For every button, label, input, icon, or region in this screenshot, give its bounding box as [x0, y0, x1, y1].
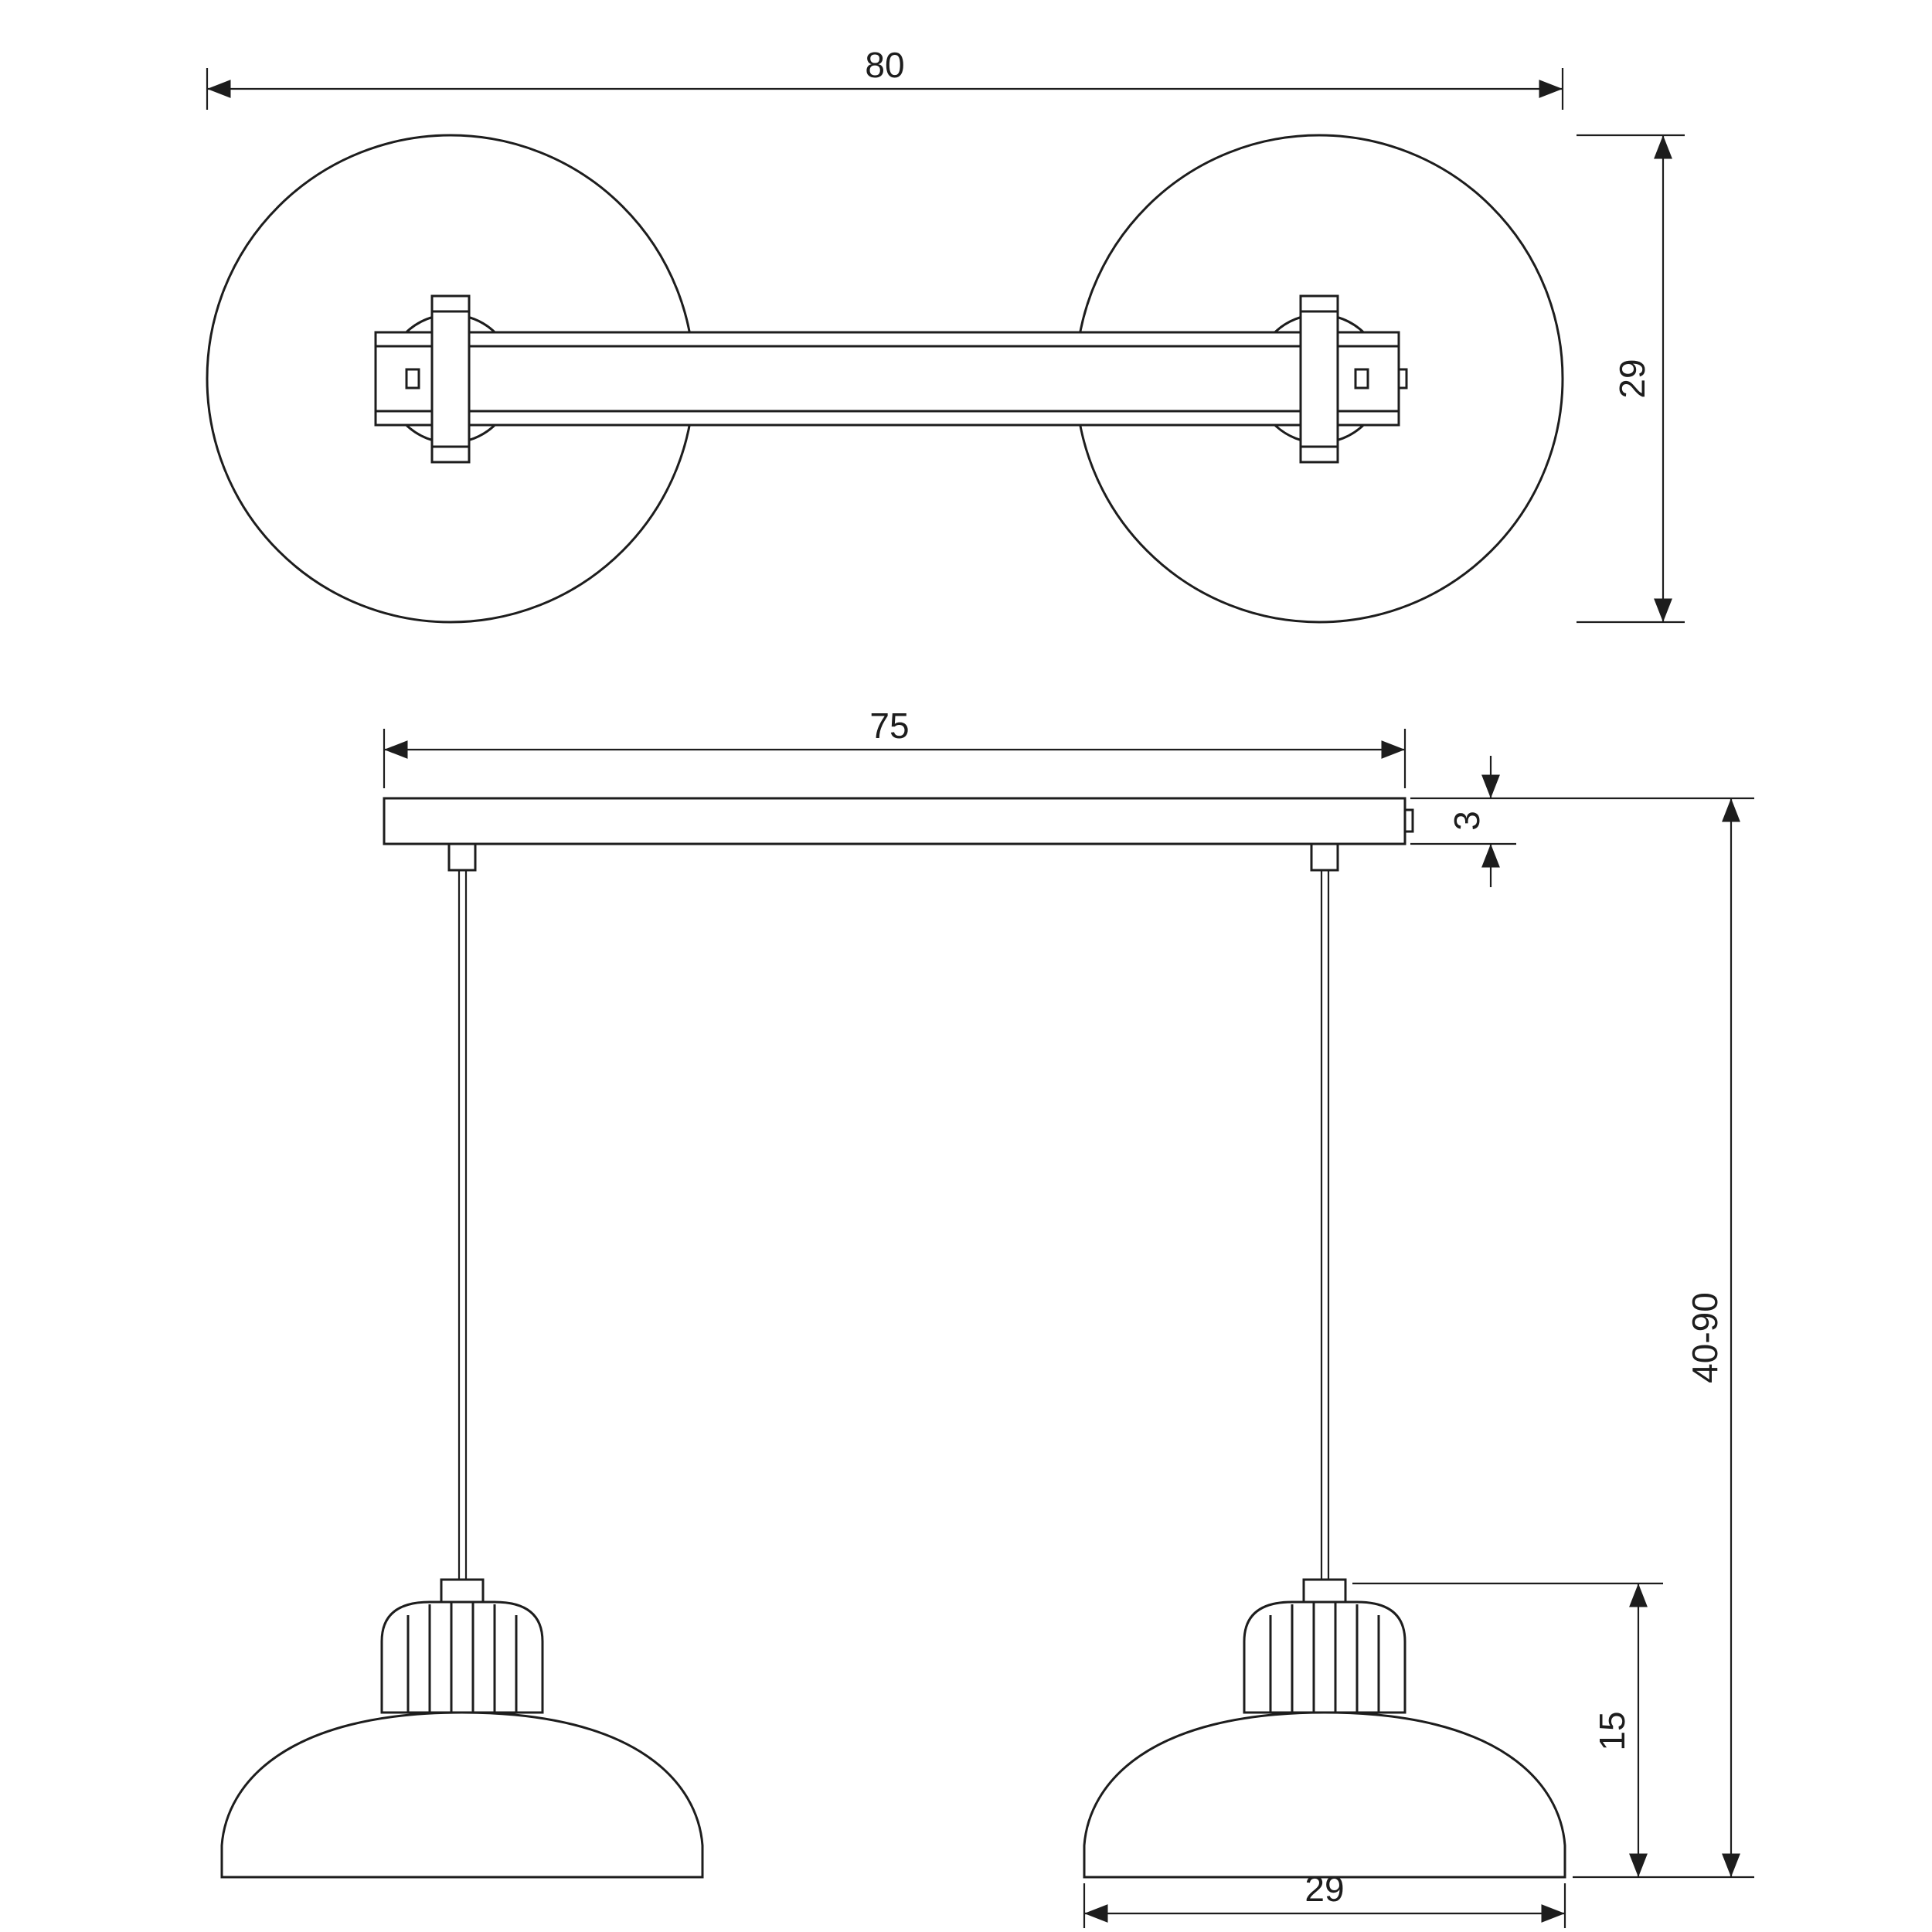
canopy-front-end-screw: [1403, 808, 1414, 833]
canopy-front: [383, 797, 1406, 845]
socket-left: [380, 1578, 544, 1714]
canopy-end-screw: [1397, 368, 1408, 389]
dim-shade-height: 15: [1352, 1582, 1663, 1877]
screw-slot-right: [1354, 368, 1369, 389]
dim-label-canopy-length: 75: [869, 706, 909, 746]
cable-left: [457, 869, 468, 1581]
dim-shade-diameter: 29: [1577, 134, 1685, 624]
screw-slot-left: [405, 368, 420, 389]
dim-canopy-thickness: 3: [1410, 756, 1516, 887]
cable-gland-left: [447, 842, 477, 872]
dim-canopy-length: 75: [383, 706, 1406, 788]
front-view: 75 3: [220, 706, 1754, 1928]
socket-cap: [380, 1600, 544, 1714]
dim-label-shade-height: 15: [1592, 1711, 1632, 1750]
socket-neck: [440, 1578, 485, 1604]
socket-cap: [1243, 1600, 1406, 1714]
cable-gland-right: [1310, 842, 1339, 872]
dim-shade-width: 29: [1083, 1869, 1566, 1928]
dim-label-suspension-height: 40-90: [1685, 1292, 1725, 1383]
strap-body: [430, 294, 471, 464]
mount-strap-left: [430, 294, 471, 464]
top-view: 80 29: [206, 45, 1685, 624]
shade-front-left: [220, 1711, 704, 1879]
canopy-top-view: [374, 331, 1400, 427]
dim-label-canopy-thickness: 3: [1447, 811, 1487, 831]
dim-suspension-height: 40-90: [1410, 797, 1754, 1879]
dim-label-overall-width: 80: [865, 45, 904, 85]
cable-right: [1320, 869, 1330, 1581]
strap-body: [1299, 294, 1339, 464]
shade-front-right: [1083, 1711, 1566, 1879]
dim-label-shade-diameter: 29: [1612, 359, 1652, 398]
socket-neck: [1302, 1578, 1347, 1604]
socket-right: [1243, 1578, 1406, 1714]
dim-label-shade-width: 29: [1304, 1869, 1344, 1909]
mount-strap-right: [1299, 294, 1339, 464]
dim-overall-width: 80: [206, 45, 1564, 110]
